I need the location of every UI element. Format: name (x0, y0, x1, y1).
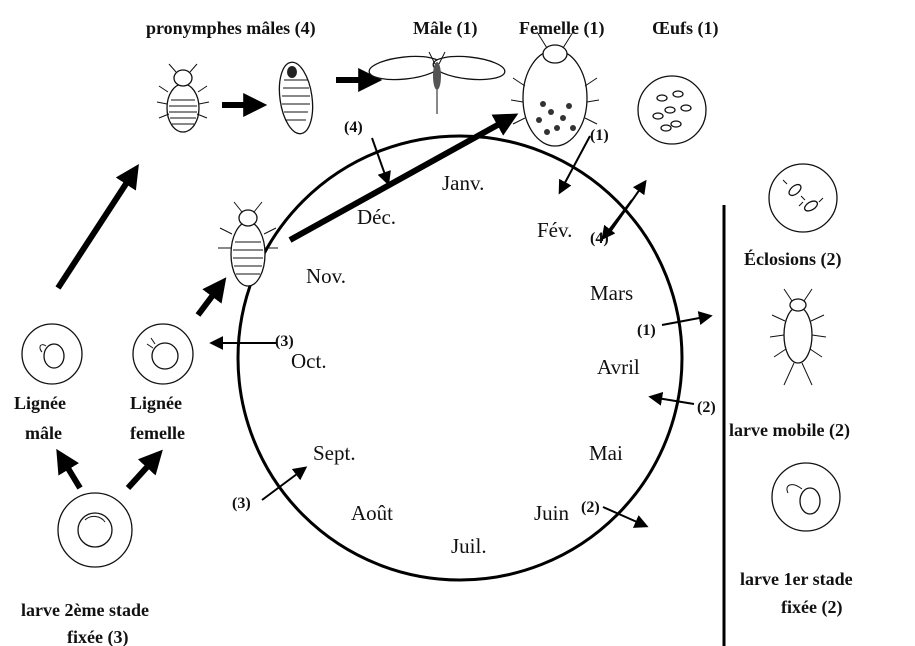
month-jun: Juin (534, 501, 570, 525)
prenymph-illustration (157, 64, 209, 132)
hatching-label: Éclosions (2) (744, 248, 842, 270)
marker-oct: (3) (275, 333, 294, 350)
month-jul: Juil. (451, 534, 487, 558)
thick-arrow-male-line-to-prenymph (58, 170, 135, 288)
thick-arrow-to-female-line (128, 455, 158, 488)
pupa-illustration (275, 60, 317, 136)
second-stage-label-2: fixée (3) (67, 627, 128, 646)
marker-feb: (4) (590, 230, 609, 247)
male-label: Mâle (1) (413, 18, 477, 39)
female-label: Femelle (1) (519, 18, 604, 39)
male-lineage-illustration (22, 324, 82, 384)
female-line-label-2: femelle (130, 423, 185, 443)
male-line-label-1: Lignée (14, 393, 66, 413)
arrow-apr (651, 397, 694, 404)
arrow-feb-down (603, 200, 632, 238)
marker-mar: (1) (637, 322, 656, 339)
month-sep: Sept. (313, 441, 356, 465)
fixed-larva-label-1: larve 1er stade (740, 569, 853, 589)
female-line-label-1: Lignée (130, 393, 182, 413)
marker-apr: (2) (697, 399, 716, 416)
month-may: Mai (589, 441, 623, 465)
month-mar: Mars (590, 281, 633, 305)
month-dec: Déc. (357, 205, 396, 229)
thick-arrow-to-male-line (60, 455, 80, 488)
marker-jan: (1) (590, 127, 609, 144)
month-feb: Fév. (537, 218, 572, 242)
marker-sep: (3) (232, 495, 251, 512)
month-apr: Avril (597, 355, 640, 379)
female-insect-illustration (511, 32, 599, 146)
marker-jun: (2) (581, 499, 600, 516)
male-line-label-2: mâle (25, 423, 62, 443)
eggs-label: Œufs (1) (652, 18, 719, 39)
mobile-larva-label: larve mobile (2) (729, 420, 850, 441)
thick-arrow-female-line-up (198, 283, 222, 315)
prenymphs-label: pronymphes mâles (4) (146, 18, 316, 39)
marker-dec: (4) (344, 119, 363, 136)
month-aug: Août (351, 501, 393, 525)
month-oct: Oct. (291, 349, 327, 373)
arrow-mar (662, 316, 710, 325)
fixed-larva-label-2: fixée (2) (781, 597, 842, 618)
month-nov: Nov. (306, 264, 346, 288)
female-lineage-illustration (133, 324, 193, 384)
second-stage-label-1: larve 2ème stade (21, 600, 149, 620)
fixed-larva-illustration (772, 463, 840, 531)
hatching-illustration (769, 164, 837, 232)
mobile-larva-illustration (770, 289, 826, 385)
second-stage-larva-illustration (58, 493, 132, 567)
month-jan: Janv. (442, 171, 484, 195)
male-insect-illustration (368, 52, 506, 114)
arrow-dec (372, 138, 388, 183)
eggs-illustration (638, 76, 706, 144)
